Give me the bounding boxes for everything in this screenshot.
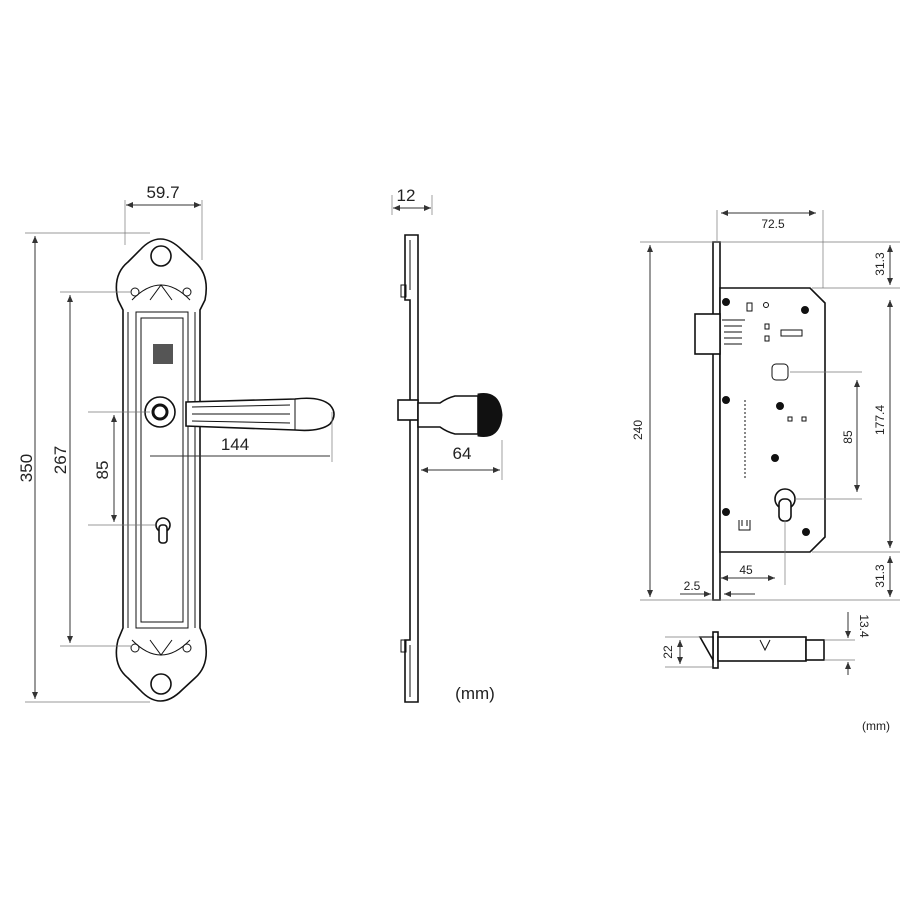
dim-faceplate-height: 240 bbox=[631, 420, 645, 440]
dim-faceplate-thickness: 2.5 bbox=[684, 579, 701, 593]
units-label: (mm) bbox=[455, 684, 495, 703]
dim-width: 59.7 bbox=[146, 183, 179, 202]
logo-mark bbox=[153, 344, 173, 364]
lock-body: 72.5 240 31.3 177.4 31.3 85 45 2.5 22 13… bbox=[631, 210, 900, 733]
units-label-lock: (mm) bbox=[862, 719, 890, 733]
dim-bolt-height: 22 bbox=[661, 645, 675, 659]
dim-handle-length: 144 bbox=[221, 435, 249, 454]
dim-backset-width: 72.5 bbox=[761, 217, 785, 231]
dim-center-distance: 85 bbox=[93, 461, 112, 480]
dim-handle-projection: 64 bbox=[453, 444, 472, 463]
side-handle bbox=[397, 392, 503, 438]
bolt-view bbox=[698, 631, 825, 669]
front-handle bbox=[144, 396, 335, 432]
front-keyhole bbox=[155, 517, 171, 544]
dim-bolt-offset: 13.4 bbox=[857, 614, 871, 638]
dim-lock-center-distance: 85 bbox=[841, 430, 855, 444]
side-view: 12 64 (mm) bbox=[391, 186, 503, 703]
dim-top-offset: 31.3 bbox=[873, 252, 887, 276]
dim-inner-height: 267 bbox=[51, 446, 70, 474]
dim-thickness: 12 bbox=[397, 186, 416, 205]
dim-total-height: 350 bbox=[17, 454, 36, 482]
dim-backset: 45 bbox=[739, 563, 753, 577]
dim-case-height: 177.4 bbox=[873, 405, 887, 435]
front-plate bbox=[115, 238, 208, 702]
dim-bottom-offset: 31.3 bbox=[873, 564, 887, 588]
front-view: 59.7 350 267 85 144 bbox=[17, 183, 335, 703]
